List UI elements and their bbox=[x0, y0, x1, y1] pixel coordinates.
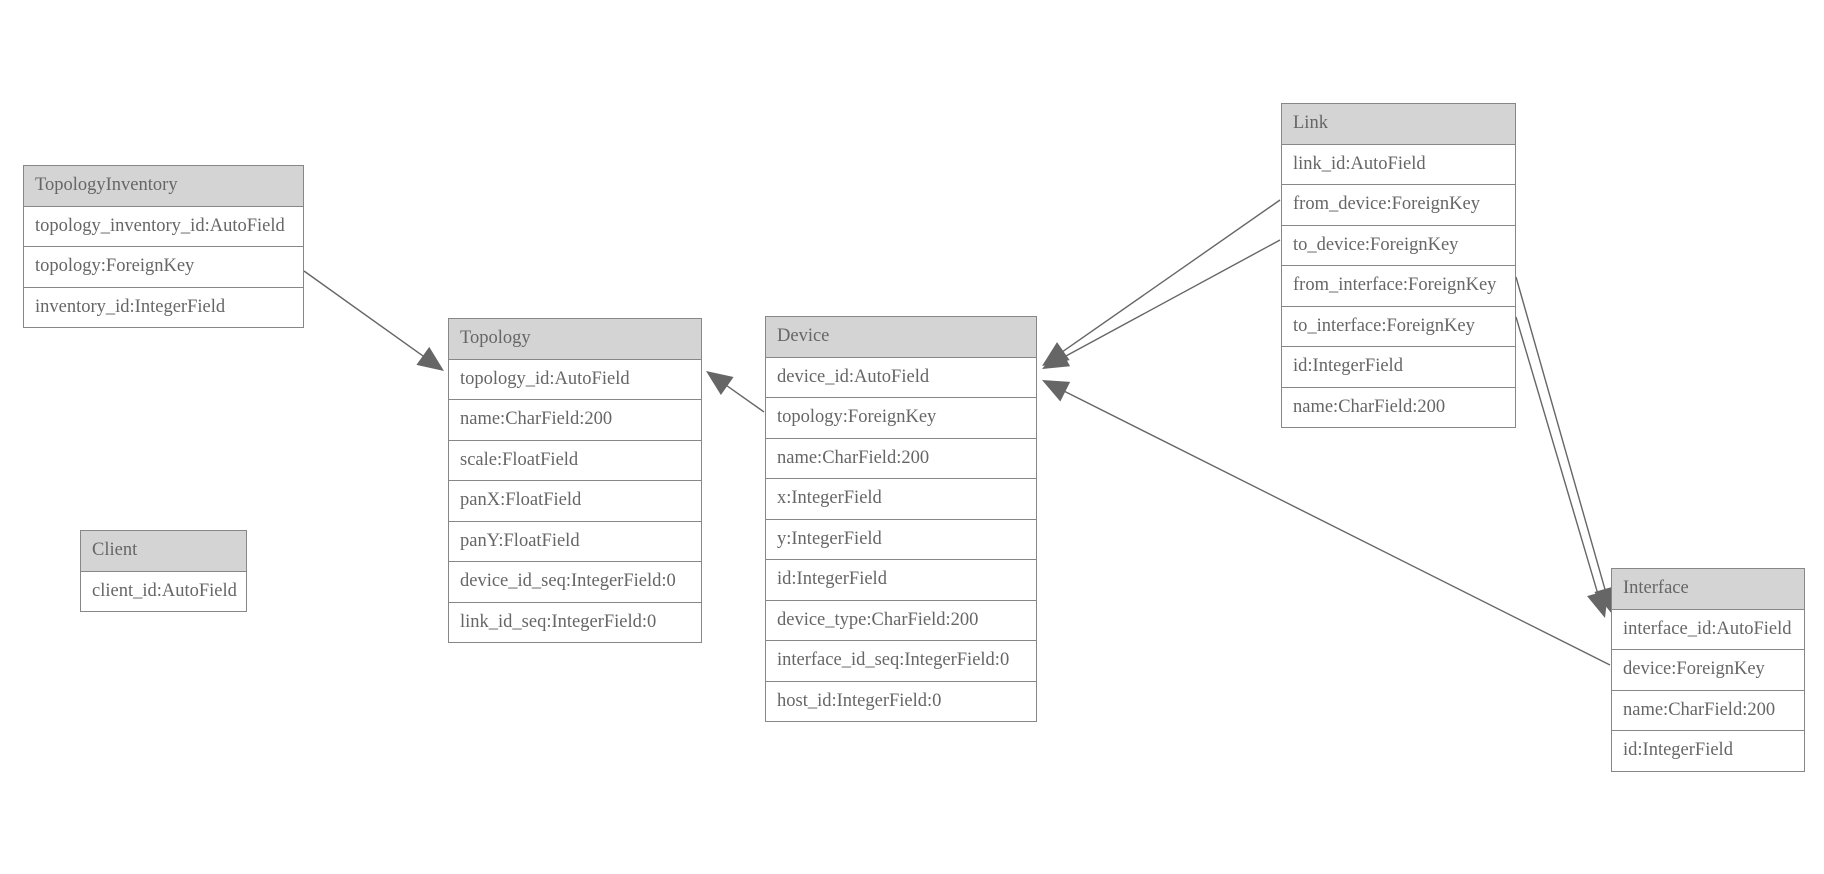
entity-field[interactable]: name:CharField:200 bbox=[1282, 387, 1515, 427]
entity-field[interactable]: topology:ForeignKey bbox=[766, 398, 1036, 439]
entity-field[interactable]: id:IntegerField bbox=[1612, 731, 1804, 771]
edge-link-device-from[interactable] bbox=[1059, 199, 1281, 354]
entity-title-topology: Topology bbox=[449, 319, 701, 360]
entity-field[interactable]: device_type:CharField:200 bbox=[766, 600, 1036, 641]
edge-link-device-from-arrowhead-icon bbox=[1042, 342, 1070, 366]
entity-field[interactable]: device:ForeignKey bbox=[1612, 650, 1804, 691]
entity-field[interactable]: link_id_seq:IntegerField:0 bbox=[449, 602, 701, 642]
entity-field[interactable]: interface_id:AutoField bbox=[1612, 609, 1804, 650]
entity-field[interactable]: interface_id_seq:IntegerField:0 bbox=[766, 641, 1036, 682]
edge-interface-device-arrowhead-icon bbox=[1042, 380, 1071, 402]
entity-field[interactable]: id:IntegerField bbox=[1282, 347, 1515, 388]
entity-title-topology_inventory: TopologyInventory bbox=[24, 166, 303, 207]
entity-field[interactable]: host_id:IntegerField:0 bbox=[766, 681, 1036, 721]
entity-field[interactable]: y:IntegerField bbox=[766, 519, 1036, 560]
entity-title-interface: Interface bbox=[1612, 569, 1804, 610]
edge-link-device-to-arrowhead-icon bbox=[1042, 346, 1071, 369]
entity-field[interactable]: name:CharField:200 bbox=[1612, 690, 1804, 731]
entity-field[interactable]: panY:FloatField bbox=[449, 521, 701, 562]
entity-field[interactable]: device_id:AutoField bbox=[766, 357, 1036, 398]
edge-device-topology-arrowhead-icon bbox=[706, 371, 734, 395]
entity-field[interactable]: inventory_id:IntegerField bbox=[24, 287, 303, 327]
edge-link-interface-from[interactable] bbox=[1515, 276, 1607, 594]
entity-field[interactable]: scale:FloatField bbox=[449, 440, 701, 481]
entity-field[interactable]: link_id:AutoField bbox=[1282, 144, 1515, 185]
edge-topologyinventory-topology-arrowhead-icon bbox=[416, 346, 444, 371]
entity-field[interactable]: topology_id:AutoField bbox=[449, 359, 701, 400]
edge-link-interface-to[interactable] bbox=[1515, 316, 1600, 598]
entity-field[interactable]: x:IntegerField bbox=[766, 479, 1036, 520]
entity-field[interactable]: name:CharField:200 bbox=[766, 438, 1036, 479]
entity-field[interactable]: to_device:ForeignKey bbox=[1282, 225, 1515, 266]
entity-field[interactable]: from_interface:ForeignKey bbox=[1282, 266, 1515, 307]
entity-field[interactable]: client_id:AutoField bbox=[81, 571, 246, 611]
entity-field[interactable]: name:CharField:200 bbox=[449, 400, 701, 441]
edge-interface-device[interactable] bbox=[1061, 389, 1611, 666]
entity-field[interactable]: to_interface:ForeignKey bbox=[1282, 306, 1515, 347]
entity-title-client: Client bbox=[81, 531, 246, 572]
entity-field[interactable]: device_id_seq:IntegerField:0 bbox=[449, 562, 701, 603]
edge-link-interface-to-arrowhead-icon bbox=[1587, 589, 1609, 618]
edge-device-topology[interactable] bbox=[723, 383, 765, 413]
edge-link-device-to[interactable] bbox=[1061, 239, 1281, 360]
edge-topologyinventory-topology[interactable] bbox=[303, 270, 427, 359]
entity-title-device: Device bbox=[766, 317, 1036, 358]
entity-fields-client: client_id:AutoField bbox=[81, 571, 246, 611]
entity-field[interactable]: id:IntegerField bbox=[766, 560, 1036, 601]
entity-field[interactable]: topology:ForeignKey bbox=[24, 247, 303, 288]
entity-title-link: Link bbox=[1282, 104, 1515, 145]
entity-field[interactable]: panX:FloatField bbox=[449, 481, 701, 522]
entity-field[interactable]: topology_inventory_id:AutoField bbox=[24, 206, 303, 247]
entity-field[interactable]: from_device:ForeignKey bbox=[1282, 185, 1515, 226]
